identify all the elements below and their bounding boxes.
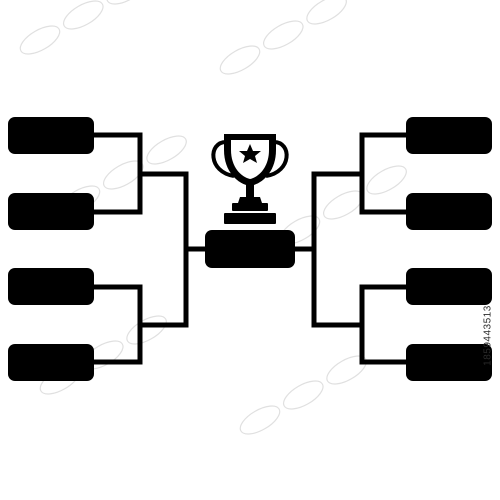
- right-entry-slot-2: [406, 193, 492, 230]
- right-entry-slot-3: [406, 268, 492, 305]
- bracket-line-right-upper-out: [311, 171, 362, 249]
- stock-image-id: 1859443513: [482, 305, 494, 366]
- right-entry-slot-4: [406, 344, 492, 381]
- right-entry-slot-1: [406, 117, 492, 154]
- left-entry-slot-2: [8, 193, 94, 230]
- winner-slot: [205, 230, 295, 268]
- bracket-line-left-upper: [92, 132, 143, 215]
- left-entry-slot-3: [8, 268, 94, 305]
- left-entry-slot-4: [8, 344, 94, 381]
- trophy-icon: [211, 134, 289, 224]
- bracket-line-left-lower: [92, 284, 143, 365]
- left-entry-slot-1: [8, 117, 94, 154]
- bracket-line-left-lower-out: [140, 249, 189, 328]
- bracket-line-right-upper: [359, 132, 408, 215]
- bracket-line-left-upper-out: [140, 171, 189, 249]
- bracket-line-right-lower: [359, 284, 408, 365]
- bracket-line-right-lower-out: [311, 249, 362, 328]
